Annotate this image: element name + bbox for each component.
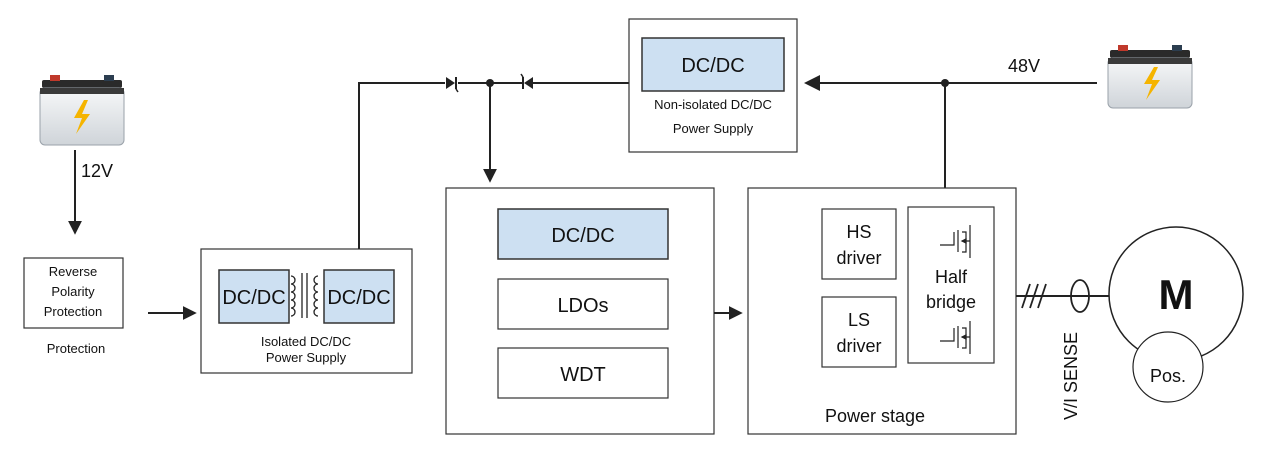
voltage-label-12v: 12V [81, 161, 113, 181]
battery-48v [1107, 45, 1193, 109]
current-sensor-icon [1070, 279, 1090, 313]
reverse-polarity-caption: Protection [47, 341, 106, 356]
lightning-icon [1144, 67, 1160, 100]
power-stage-block: HS driver LS driver Half bridge Power st… [747, 187, 1017, 435]
isolated-caption-line-1: Isolated DC/DC [261, 334, 351, 349]
ls-driver-line-2: driver [836, 336, 881, 356]
position-sensor [1132, 331, 1204, 403]
vi-sense-label: V/I SENSE [1061, 332, 1081, 420]
non-isolated-dcdc-supply: DC/DC Non-isolated DC/DC Power Supply [628, 18, 798, 153]
hs-driver-line-1: HS [846, 222, 871, 242]
wdt-label: WDT [560, 364, 606, 386]
arrowhead-into-non-isolated [804, 75, 820, 91]
power-stage-caption: Power stage [825, 406, 925, 426]
motor: M Pos. [1108, 226, 1244, 403]
hs-driver-line-2: driver [836, 248, 881, 268]
mosfet-icon [940, 225, 971, 258]
ldos-label: LDOs [557, 295, 608, 317]
isolated-dcdc-left-label: DC/DC [222, 287, 285, 309]
isolated-caption-line-2: Power Supply [266, 350, 347, 365]
transformer-icon [290, 273, 319, 318]
voltage-label-48v: 48V [1008, 56, 1040, 76]
non-isolated-caption-line-2: Power Supply [673, 121, 754, 136]
non-isolated-caption-line-1: Non-isolated DC/DC [654, 97, 772, 112]
half-bridge-line-2: bridge [926, 292, 976, 312]
isolated-dcdc-right-label: DC/DC [327, 287, 390, 309]
reverse-polarity-protection-block: Reverse Polarity Protection Protection [23, 257, 124, 356]
diode-icon [446, 77, 459, 93]
reverse-polarity-line-1: Reverse [49, 264, 97, 279]
lightning-icon [74, 100, 90, 134]
motor-label: M [1159, 271, 1194, 318]
half-bridge-line-1: Half [935, 267, 968, 287]
mosfet-icon [940, 321, 971, 354]
controller-dcdc-label: DC/DC [551, 225, 614, 247]
non-isolated-dcdc-label: DC/DC [681, 55, 744, 77]
position-sensor-label: Pos. [1150, 366, 1186, 386]
isolated-dcdc-supply: DC/DC DC/DC Isolated DC/DC Power Supply [200, 248, 413, 374]
three-phase-marks [1021, 283, 1047, 309]
battery-12v: 12V [39, 75, 125, 181]
reverse-polarity-line-3: Protection [44, 304, 103, 319]
reverse-polarity-line-2: Polarity [51, 284, 95, 299]
controller-block: DC/DC LDOs WDT [445, 187, 715, 435]
diode-icon [520, 73, 533, 89]
ls-driver-line-1: LS [848, 310, 870, 330]
